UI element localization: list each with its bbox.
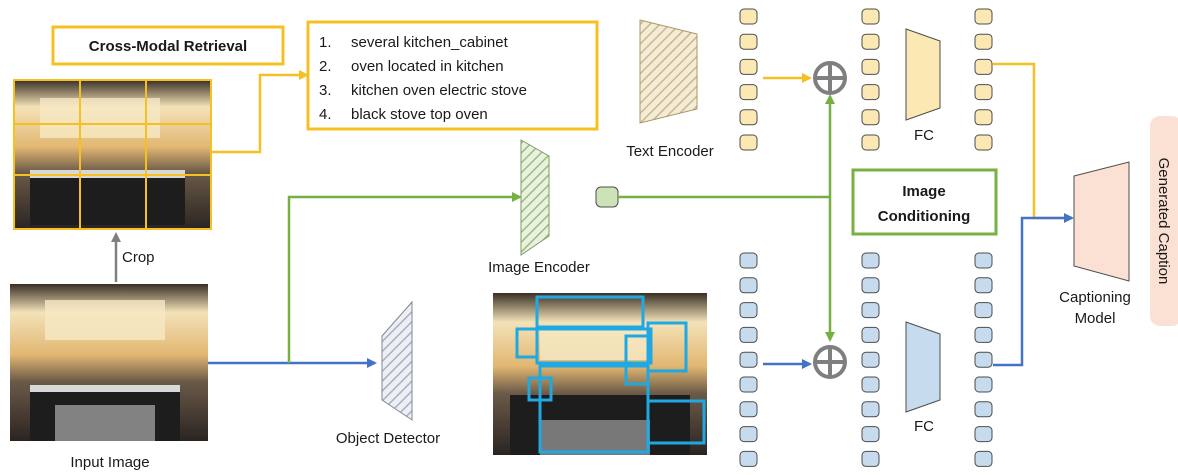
token bbox=[974, 277, 993, 294]
token bbox=[861, 277, 880, 294]
circled-plus-icon bbox=[813, 345, 847, 379]
token bbox=[861, 426, 880, 443]
token bbox=[861, 376, 880, 393]
object-detector-label: Object Detector bbox=[336, 430, 440, 447]
token bbox=[974, 401, 993, 418]
token bbox=[974, 84, 993, 101]
caption-text: kitchen oven electric stove bbox=[351, 82, 527, 99]
image-conditioning-box: Image Conditioning bbox=[851, 168, 998, 236]
token bbox=[974, 326, 993, 343]
fc-text-token-column bbox=[974, 8, 993, 151]
token bbox=[861, 8, 880, 25]
image-encoder-arrow bbox=[287, 192, 522, 363]
token bbox=[861, 109, 880, 126]
retrieval-arrow bbox=[211, 70, 309, 154]
fc-bottom-label: FC bbox=[914, 418, 934, 435]
fc-layer-top bbox=[905, 28, 941, 121]
fc-top-label: FC bbox=[914, 127, 934, 144]
token bbox=[974, 58, 993, 75]
token bbox=[861, 58, 880, 75]
text-encoder-label: Text Encoder bbox=[626, 143, 714, 160]
token bbox=[739, 109, 758, 126]
token bbox=[974, 8, 993, 25]
token bbox=[974, 109, 993, 126]
conditioning-title-line1: Image bbox=[902, 183, 945, 200]
token bbox=[974, 33, 993, 50]
image-encoder bbox=[520, 139, 550, 256]
caption-num: 2. bbox=[319, 58, 332, 75]
token bbox=[861, 252, 880, 269]
token bbox=[739, 326, 758, 343]
crop-label: Crop bbox=[122, 249, 155, 266]
token bbox=[861, 84, 880, 101]
input-image bbox=[10, 284, 208, 441]
token bbox=[974, 302, 993, 319]
token bbox=[739, 58, 758, 75]
token bbox=[739, 376, 758, 393]
caption-text: black stove top oven bbox=[351, 106, 488, 123]
token bbox=[861, 33, 880, 50]
cropped-image-grid bbox=[13, 79, 212, 230]
token bbox=[861, 326, 880, 343]
token bbox=[861, 351, 880, 368]
retrieval-title: Cross-Modal Retrieval bbox=[89, 38, 247, 55]
token bbox=[739, 277, 758, 294]
conditioned-object-token-column bbox=[861, 252, 880, 467]
fc-object-token-column bbox=[974, 252, 993, 467]
conditioned-text-token-column bbox=[861, 8, 880, 151]
token bbox=[974, 450, 993, 467]
token bbox=[739, 33, 758, 50]
caption-num: 4. bbox=[319, 106, 332, 123]
circled-plus-icon bbox=[813, 61, 847, 95]
image-embedding-token bbox=[595, 186, 619, 208]
caption-text: several kitchen_cabinet bbox=[351, 34, 509, 51]
conditioning-title-line2: Conditioning bbox=[878, 208, 970, 225]
token bbox=[974, 134, 993, 151]
captioning-label-line1: Captioning bbox=[1059, 289, 1131, 306]
token bbox=[739, 302, 758, 319]
token bbox=[739, 84, 758, 101]
object-token-column bbox=[739, 252, 758, 467]
retrieval-title-box: Cross-Modal Retrieval bbox=[51, 25, 285, 66]
object-feature-connector bbox=[993, 213, 1074, 367]
token bbox=[861, 134, 880, 151]
generated-caption-label: Generated Caption bbox=[1155, 158, 1172, 285]
caption-text: oven located in kitchen bbox=[351, 58, 504, 75]
object-detector bbox=[381, 300, 413, 421]
text-feature-connector bbox=[993, 62, 1070, 220]
retrieved-captions-box: 1. several kitchen_cabinet 2. oven locat… bbox=[306, 20, 599, 131]
token bbox=[861, 450, 880, 467]
token bbox=[739, 450, 758, 467]
image-encoder-label: Image Encoder bbox=[488, 259, 590, 276]
captioning-label-line2: Model bbox=[1075, 310, 1116, 327]
token bbox=[739, 8, 758, 25]
token bbox=[739, 426, 758, 443]
token bbox=[974, 426, 993, 443]
generated-caption-box: Generated Caption bbox=[1150, 116, 1178, 326]
text-token-column bbox=[739, 8, 758, 151]
token bbox=[739, 351, 758, 368]
token bbox=[739, 252, 758, 269]
input-image-label: Input Image bbox=[70, 454, 149, 471]
caption-num: 3. bbox=[319, 82, 332, 99]
token bbox=[974, 351, 993, 368]
token bbox=[739, 134, 758, 151]
token bbox=[974, 376, 993, 393]
text-encoder bbox=[639, 19, 698, 124]
caption-num: 1. bbox=[319, 34, 332, 51]
token bbox=[861, 302, 880, 319]
fc-layer-bottom bbox=[905, 321, 941, 413]
token bbox=[974, 252, 993, 269]
token bbox=[739, 401, 758, 418]
captioning-model bbox=[1073, 161, 1130, 282]
token bbox=[861, 401, 880, 418]
detected-objects-image bbox=[493, 293, 707, 455]
